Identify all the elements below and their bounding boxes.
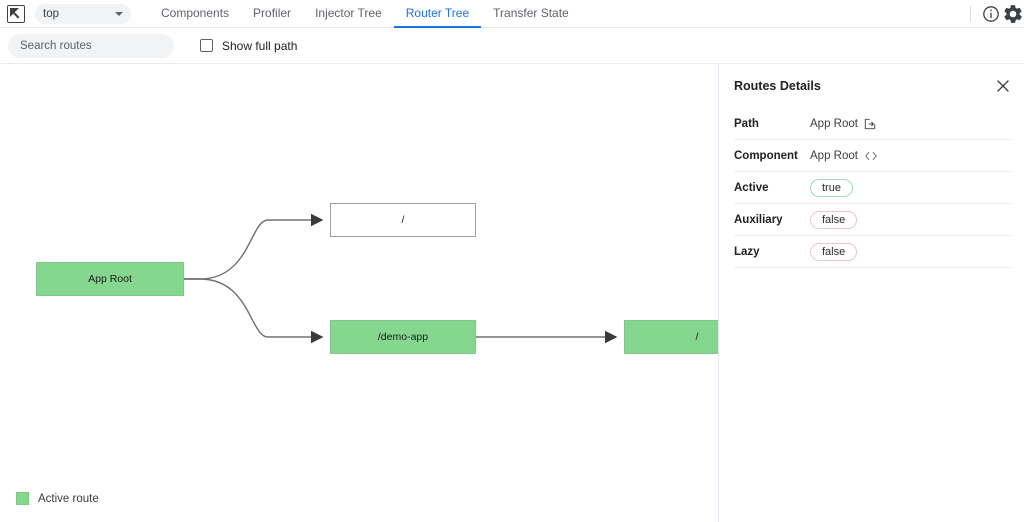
routes-details-rows: Path App Root Component App Root <box>719 108 1024 268</box>
tab-components[interactable]: Components <box>161 5 230 20</box>
info-circle-icon[interactable] <box>980 3 1002 25</box>
inspect-element-icon[interactable] <box>7 4 25 23</box>
search-input[interactable] <box>8 33 174 58</box>
route-node-demo-app[interactable]: /demo-app <box>330 320 476 354</box>
toolbar-actions <box>970 0 1024 28</box>
status-badge: true <box>810 178 853 197</box>
tab-transfer-state[interactable]: Transfer State <box>493 5 569 20</box>
legend-swatch-active-route <box>16 492 29 505</box>
route-node-label: App Root <box>88 273 132 285</box>
detail-row-label: Path <box>734 117 759 130</box>
gear-icon[interactable] <box>1002 3 1024 25</box>
chevron-down-icon <box>115 11 123 16</box>
router-tree-canvas[interactable]: App Root / /demo-app / Active route <box>0 64 718 522</box>
detail-row-value-wrap: false <box>810 210 858 229</box>
detail-row-label: Component <box>734 149 798 162</box>
devtools-toolbar: top Components Profiler Injector Tree Ro… <box>0 0 1024 28</box>
open-in-new-icon[interactable] <box>864 118 876 130</box>
route-node-label: /demo-app <box>377 331 429 343</box>
show-full-path-label: Show full path <box>222 38 298 53</box>
page-title: Routes Details <box>734 79 821 93</box>
route-node-label: / <box>695 331 699 343</box>
tab-router-tree[interactable]: Router Tree <box>393 0 482 28</box>
detail-row-label: Active <box>734 181 769 194</box>
detail-row-active: Active true <box>734 172 1012 204</box>
detail-row-label: Lazy <box>734 245 760 258</box>
tab-bar: Components Profiler Injector Tree Router… <box>149 0 581 28</box>
detail-row-lazy: Lazy false <box>734 236 1012 268</box>
detail-row-value-wrap: App Root <box>810 150 878 162</box>
route-node-app-root[interactable]: App Root <box>36 262 184 296</box>
tab-profiler[interactable]: Profiler <box>253 5 292 20</box>
routes-filter-bar: Show full path <box>0 28 1024 64</box>
detail-row-value: App Root <box>810 117 858 130</box>
route-node-demo-app-slash[interactable]: / <box>624 320 718 354</box>
show-full-path-toggle[interactable]: Show full path <box>200 39 297 53</box>
tab-injector-tree[interactable]: Injector Tree <box>315 5 382 20</box>
code-brackets-icon[interactable] <box>864 150 878 162</box>
detail-row-label: Auxiliary <box>734 213 783 226</box>
detail-row-value-wrap: true <box>810 178 853 197</box>
detail-row-auxiliary: Auxiliary false <box>734 204 1012 236</box>
legend-label: Active route <box>38 492 99 505</box>
legend: Active route <box>16 492 99 505</box>
routes-details-header: Routes Details <box>719 64 1024 108</box>
router-tree-edges <box>184 213 618 344</box>
detail-row-value: App Root <box>810 149 858 162</box>
detail-row-path: Path App Root <box>734 108 1012 140</box>
frame-selector-dropdown[interactable]: top <box>35 3 131 24</box>
show-full-path-checkbox[interactable] <box>200 39 213 52</box>
toolbar-divider <box>970 5 971 22</box>
frame-selector-value: top <box>43 7 59 20</box>
detail-row-component: Component App Root <box>734 140 1012 172</box>
status-badge: false <box>810 242 858 261</box>
routes-details-panel: Routes Details Path App Root Component <box>718 64 1024 522</box>
status-badge: false <box>810 210 858 229</box>
route-node-root-slash[interactable]: / <box>330 203 476 237</box>
route-node-label: / <box>401 214 405 226</box>
close-icon[interactable] <box>994 77 1012 95</box>
detail-row-value-wrap: false <box>810 242 858 261</box>
detail-row-value-wrap: App Root <box>810 118 876 130</box>
